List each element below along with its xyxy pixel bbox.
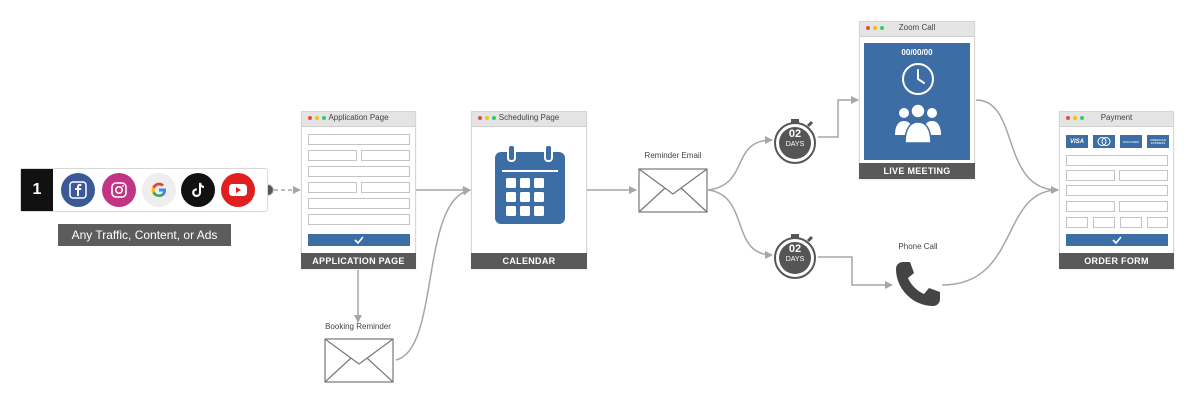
- youtube-icon: [221, 173, 255, 207]
- window-controls: [866, 26, 884, 30]
- facebook-icon: [61, 173, 95, 207]
- connector-email-timer-top: [707, 136, 773, 191]
- form-field[interactable]: [361, 182, 410, 193]
- amex-card-icon: AMERICAN EXPRESS: [1147, 135, 1169, 148]
- phone-call-label: Phone Call: [898, 242, 938, 251]
- timer-number: 02: [788, 243, 802, 255]
- form-field[interactable]: [1066, 170, 1115, 181]
- window-title: Zoom Call: [898, 23, 936, 32]
- visa-card-icon: VISA: [1066, 135, 1088, 148]
- window-title-bar: Payment: [1060, 112, 1173, 127]
- form-field[interactable]: [308, 198, 410, 209]
- window-footer: ORDER FORM: [1059, 253, 1174, 269]
- form-field[interactable]: [1066, 155, 1168, 166]
- application-page-window[interactable]: Application Page APPLICATION PAGE: [301, 111, 416, 269]
- form-field[interactable]: [1066, 217, 1088, 228]
- submit-button[interactable]: [308, 234, 410, 246]
- form-field[interactable]: [1120, 217, 1142, 228]
- timer-icon: [774, 119, 816, 164]
- connector-email-timer-bottom: [707, 189, 773, 259]
- window-controls: [1066, 116, 1084, 120]
- connector-phone-payment: [941, 189, 1059, 286]
- form-field[interactable]: [308, 150, 357, 161]
- window-title-bar: Scheduling Page: [472, 112, 586, 127]
- video-panel: 00/00/00: [864, 43, 970, 160]
- form-field[interactable]: [1066, 201, 1115, 212]
- form-field[interactable]: [308, 134, 410, 145]
- window-footer: APPLICATION PAGE: [301, 253, 416, 269]
- form-field[interactable]: [1119, 170, 1168, 181]
- timer-icon: [774, 234, 816, 279]
- zoom-call-window[interactable]: Zoom Call 00/00/00 LIVE MEETING: [859, 21, 975, 179]
- form-field[interactable]: [1119, 201, 1168, 212]
- form-field[interactable]: [1147, 217, 1168, 228]
- check-icon: [354, 236, 364, 244]
- form-field[interactable]: [1066, 185, 1168, 196]
- clock-icon: [902, 63, 934, 95]
- check-icon: [1112, 236, 1122, 244]
- mastercard-icon: [1093, 135, 1115, 148]
- timer-unit: DAYS: [785, 256, 805, 263]
- step-number: 1: [21, 169, 53, 211]
- window-title: Payment: [1100, 113, 1133, 122]
- form-field[interactable]: [308, 214, 410, 225]
- scheduling-page-window[interactable]: Scheduling Page CALENDAR: [471, 111, 587, 269]
- connector-zoom-payment: [975, 99, 1059, 194]
- form-field[interactable]: [308, 166, 410, 177]
- window-controls: [478, 116, 496, 120]
- form-field[interactable]: [308, 182, 357, 193]
- payment-window[interactable]: Payment VISA DISCOVER AMERICAN EXPRESS O…: [1059, 111, 1174, 269]
- submit-button[interactable]: [1066, 234, 1168, 246]
- group-icon: [895, 103, 941, 143]
- connector-timer-zoom: [818, 96, 859, 138]
- traffic-sources-bar: 1: [20, 168, 268, 212]
- window-title-bar: Application Page: [302, 112, 415, 127]
- booking-reminder-label: Booking Reminder: [325, 322, 391, 331]
- window-title: Scheduling Page: [498, 113, 560, 122]
- phone-icon: [896, 262, 940, 306]
- window-footer: LIVE MEETING: [859, 163, 975, 179]
- instagram-icon: [102, 173, 136, 207]
- window-controls: [308, 116, 326, 120]
- discover-card-icon: DISCOVER: [1120, 135, 1142, 148]
- connector-timer-phone: [818, 256, 893, 289]
- calendar-icon: [495, 144, 565, 224]
- window-title: Application Page: [328, 113, 389, 122]
- timer-number: 02: [788, 128, 802, 140]
- tiktok-icon: [181, 173, 215, 207]
- google-icon: [142, 173, 176, 207]
- envelope-icon: [638, 168, 708, 213]
- traffic-caption: Any Traffic, Content, or Ads: [58, 224, 231, 246]
- call-time: 00/00/00: [901, 48, 933, 57]
- form-field[interactable]: [1093, 217, 1115, 228]
- window-footer: CALENDAR: [471, 253, 587, 269]
- reminder-email-label: Reminder Email: [644, 151, 702, 160]
- timer-unit: DAYS: [785, 141, 805, 148]
- envelope-icon: [324, 338, 394, 383]
- window-title-bar: Zoom Call: [860, 22, 974, 37]
- form-field[interactable]: [361, 150, 410, 161]
